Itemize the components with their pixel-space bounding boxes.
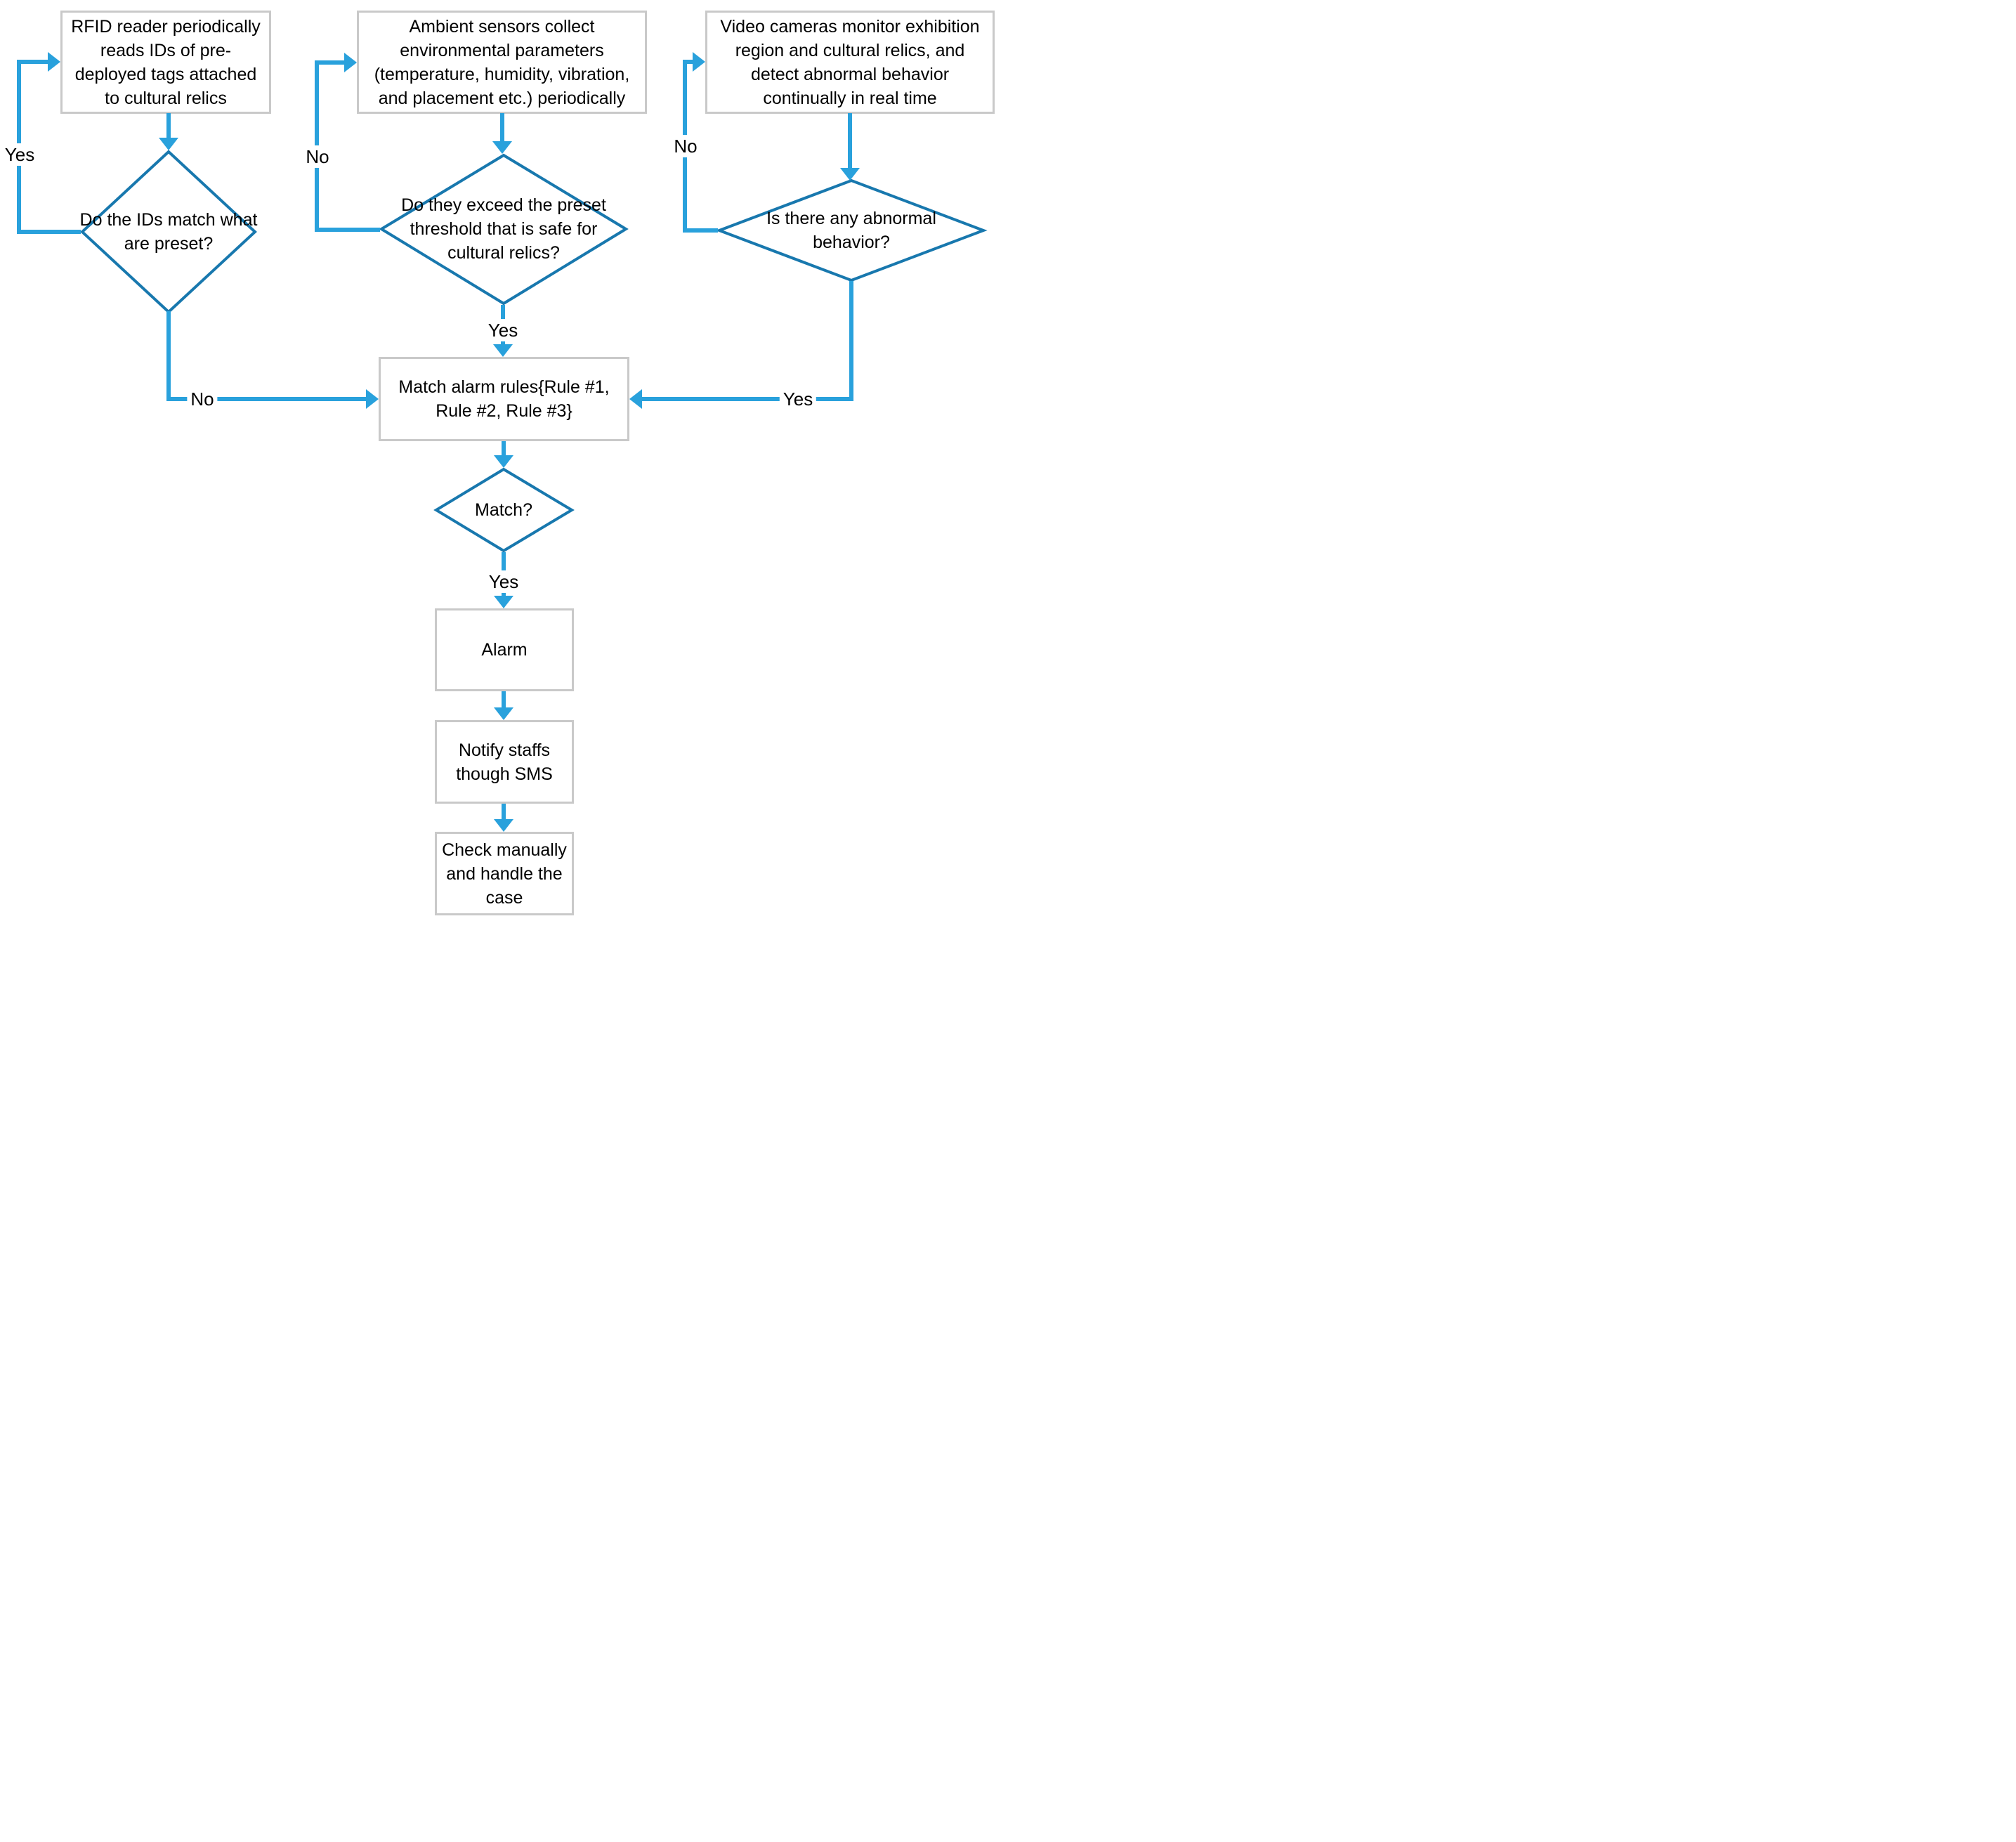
process-box-rfid-read: RFID reader periodically reads IDs of pr… — [60, 11, 271, 114]
arrowhead-into-notify-icon — [494, 707, 513, 720]
connector-idsmatch-yes-h — [19, 230, 81, 234]
connector-rfid-to-idsmatch — [166, 113, 171, 139]
connector-abnormal-yes-h — [642, 397, 851, 401]
connector-exceed-no-top — [317, 60, 344, 65]
edge-label-exceed-yes: Yes — [484, 319, 522, 341]
arrowhead-into-idsmatch-icon — [159, 138, 178, 150]
arrowhead-into-ambient-icon — [344, 53, 357, 72]
edge-label-ids-match-yes: Yes — [1, 143, 39, 166]
connector-idsmatch-no-h — [169, 397, 366, 401]
decision-diamond-exceed-threshold-shape — [379, 153, 629, 306]
arrowhead-into-matchrules-left-icon — [366, 389, 379, 409]
edge-label-abnormal-no: No — [670, 135, 701, 157]
edge-label-exceed-no: No — [302, 145, 333, 168]
connector-alarm-to-notify — [502, 691, 506, 707]
connector-video-to-abnormal — [848, 113, 852, 168]
arrowhead-into-exceed-icon — [492, 141, 512, 154]
connector-exceed-no-h — [317, 228, 380, 232]
decision-diamond-ids-match-shape — [80, 150, 257, 314]
connector-abnormal-no-top — [685, 60, 693, 64]
connector-ambient-to-exceed — [500, 113, 504, 141]
arrowhead-into-check-icon — [494, 819, 513, 832]
process-box-match-rules: Match alarm rules{Rule #1, Rule #2, Rule… — [379, 357, 629, 441]
process-box-check-manually: Check manually and handle the case — [435, 832, 574, 915]
connector-idsmatch-yes-top — [19, 60, 48, 64]
arrowhead-into-matchrules-right-icon — [629, 389, 642, 409]
arrowhead-into-matchrules-top-icon — [493, 344, 513, 357]
connector-abnormal-yes-v — [849, 281, 853, 401]
edge-label-ids-match-no: No — [187, 388, 218, 410]
edge-label-abnormal-yes: Yes — [779, 388, 817, 410]
connector-notify-to-check — [502, 804, 506, 819]
arrowhead-into-match-icon — [494, 455, 513, 468]
connector-idsmatch-no-v — [166, 311, 171, 401]
connector-matchrules-to-match — [502, 441, 506, 455]
arrowhead-into-alarm-icon — [494, 596, 513, 608]
arrowhead-into-abnormal-icon — [840, 168, 860, 181]
process-box-notify-staffs: Notify staffs though SMS — [435, 720, 574, 804]
connector-abnormal-no-h — [685, 228, 718, 233]
decision-diamond-match-shape — [433, 467, 575, 553]
process-box-alarm: Alarm — [435, 608, 574, 691]
arrowhead-into-video-icon — [693, 52, 705, 72]
process-box-video-cameras: Video cameras monitor exhibition region … — [705, 11, 995, 114]
process-box-ambient-sensors: Ambient sensors collect environmental pa… — [357, 11, 647, 114]
edge-label-match-yes: Yes — [485, 570, 523, 593]
decision-diamond-abnormal-behavior-shape — [715, 178, 988, 282]
arrowhead-into-rfid-icon — [48, 52, 60, 72]
flowchart-canvas: RFID reader periodically reads IDs of pr… — [0, 0, 1008, 921]
